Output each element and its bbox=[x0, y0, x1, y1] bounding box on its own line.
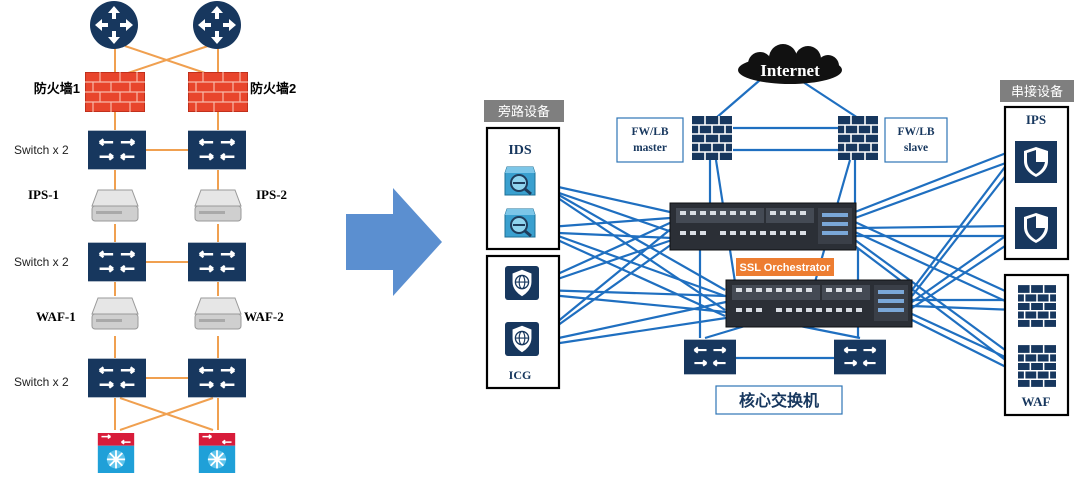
svg-text:FW/LB: FW/LB bbox=[897, 126, 934, 138]
core-switch-label: 核心交换机 bbox=[739, 391, 819, 410]
fw-lb-slave-label: FW/LB slave bbox=[884, 117, 948, 163]
waf-label: WAF bbox=[1022, 394, 1051, 409]
core-router-icon-1 bbox=[96, 432, 136, 474]
ssl-orchestrator-chassis-2 bbox=[725, 279, 913, 328]
firewall-icon-2 bbox=[188, 72, 248, 112]
ssl-orchestrator-chassis-1 bbox=[669, 202, 857, 251]
fw-lb-master-label: FW/LB master bbox=[616, 117, 684, 163]
waf-2-label: WAF-2 bbox=[244, 309, 284, 324]
bypass-header: 旁路设备 bbox=[498, 104, 550, 119]
svg-text:FW/LB: FW/LB bbox=[631, 126, 668, 138]
ips-1-label: IPS-1 bbox=[28, 187, 59, 202]
inline-header: 串接设备 bbox=[1011, 84, 1063, 99]
ips-shield-icon-2 bbox=[1015, 207, 1057, 249]
waf-2-icon bbox=[194, 297, 242, 330]
waf-1-icon bbox=[91, 297, 139, 330]
core-switch-label-box: 核心交换机 bbox=[715, 385, 843, 415]
ids-icon-1 bbox=[503, 165, 537, 197]
inline-group: 串接设备 IPS WAF bbox=[1000, 80, 1074, 417]
ssl-orchestrator-label: SSL Orchestrator bbox=[740, 262, 832, 274]
ssl-orchestrator-badge: SSL Orchestrator bbox=[736, 258, 834, 276]
switch-icon-1b bbox=[188, 130, 246, 170]
ips-2-label: IPS-2 bbox=[256, 187, 287, 202]
router-icon-1 bbox=[90, 1, 138, 49]
core-router-icon-2 bbox=[197, 432, 237, 474]
core-switch-icon-1 bbox=[684, 338, 736, 376]
ips-2-icon bbox=[194, 189, 242, 222]
ips-1-icon bbox=[91, 189, 139, 222]
icg-label: ICG bbox=[509, 368, 532, 382]
ips-shield-icon-1 bbox=[1015, 141, 1057, 183]
ids-label: IDS bbox=[508, 143, 532, 158]
waf-1-label: WAF-1 bbox=[36, 309, 76, 324]
internet-label: Internet bbox=[760, 61, 820, 80]
icg-icon-1 bbox=[505, 266, 539, 300]
firewall-2-label: 防火墙2 bbox=[250, 81, 296, 96]
ids-icon-2 bbox=[503, 207, 537, 239]
firewall-1-label: 防火墙1 bbox=[34, 81, 80, 96]
switch-icon-3b bbox=[188, 358, 246, 398]
switch-row-2-label: Switch x 2 bbox=[14, 255, 69, 269]
switch-row-3-label: Switch x 2 bbox=[14, 375, 69, 389]
router-icon-2 bbox=[193, 1, 241, 49]
switch-icon-3a bbox=[88, 358, 146, 398]
svg-text:master: master bbox=[633, 142, 667, 154]
waf-icon-2 bbox=[1018, 345, 1056, 387]
icg-icon-2 bbox=[505, 322, 539, 356]
core-switch-icon-2 bbox=[834, 338, 886, 376]
fw-lb-slave-icon bbox=[838, 116, 878, 160]
ips-label: IPS bbox=[1026, 112, 1046, 127]
transform-arrow bbox=[346, 188, 442, 296]
firewall-icon-1 bbox=[85, 72, 145, 112]
waf-icon-1 bbox=[1018, 285, 1056, 327]
switch-icon-2a bbox=[88, 242, 146, 282]
switch-row-1-label: Switch x 2 bbox=[14, 143, 69, 157]
svg-text:slave: slave bbox=[904, 142, 928, 154]
bypass-group: 旁路设备 IDS ICG bbox=[484, 100, 564, 390]
switch-icon-1a bbox=[88, 130, 146, 170]
left-links bbox=[114, 45, 219, 431]
switch-icon-2b bbox=[188, 242, 246, 282]
internet-cloud: Internet bbox=[738, 44, 842, 84]
fw-lb-master-icon bbox=[692, 116, 732, 160]
